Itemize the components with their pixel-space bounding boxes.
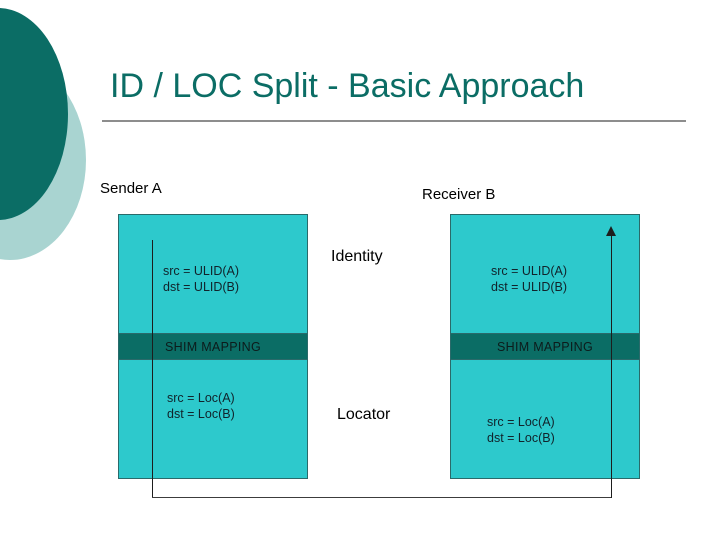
- receiver-shim-layer: SHIM MAPPING: [451, 333, 639, 360]
- sender-identity-packet-text: src = ULID(A) dst = ULID(B): [163, 264, 240, 294]
- sender-protocol-stack: src = ULID(A) dst = ULID(B) SHIM MAPPING…: [118, 214, 308, 479]
- sender-shim-layer: SHIM MAPPING: [119, 333, 307, 360]
- locator-plane-label: Locator: [337, 406, 391, 423]
- title-divider: [102, 120, 686, 122]
- receiver-flow-line: [611, 232, 612, 498]
- sender-caption: Sender A: [100, 180, 162, 197]
- sender-identity-layer: src = ULID(A) dst = ULID(B): [119, 215, 307, 333]
- receiver-shim-label: SHIM MAPPING: [497, 339, 593, 354]
- identity-plane-label: Identity: [331, 248, 383, 265]
- sender-locator-packet-text: src = Loc(A) dst = Loc(B): [167, 391, 235, 421]
- sender-shim-label: SHIM MAPPING: [165, 339, 261, 354]
- receiver-protocol-stack: src = ULID(A) dst = ULID(B) SHIM MAPPING…: [450, 214, 640, 479]
- flow-arrow-icon: [606, 226, 616, 236]
- receiver-caption: Receiver B: [422, 186, 496, 203]
- sender-flow-line: [152, 240, 153, 498]
- receiver-locator-packet-text: src = Loc(A) dst = Loc(B): [487, 415, 555, 445]
- sender-locator-layer: src = Loc(A) dst = Loc(B): [119, 360, 307, 478]
- receiver-locator-layer: src = Loc(A) dst = Loc(B): [451, 360, 639, 478]
- page-title: ID / LOC Split - Basic Approach: [110, 67, 585, 105]
- receiver-identity-layer: src = ULID(A) dst = ULID(B): [451, 215, 639, 333]
- receiver-identity-packet-text: src = ULID(A) dst = ULID(B): [491, 264, 568, 294]
- network-flow-line: [152, 497, 612, 498]
